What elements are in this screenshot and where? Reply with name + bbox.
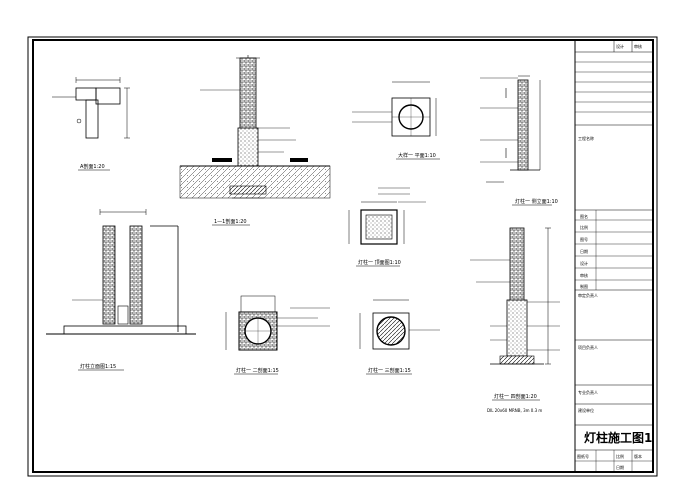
view-section-3-3: 灯柱一 三剖面1:15 [359, 299, 440, 375]
caption-plan-b: 大样一 平面1:10 [398, 152, 436, 159]
label-approver: 审定负责人 [578, 292, 598, 298]
label-scale: 比例 [580, 224, 588, 230]
label-reviewer: 审核 [580, 272, 588, 278]
header-cell-design: 设计 [616, 43, 624, 49]
caption-section-4-4: 灯柱一 四剖面1:20 [494, 393, 537, 400]
bottom-cell-date: 日期 [616, 464, 624, 470]
caption-plan-detail: 灯柱一 顶面图1:10 [358, 259, 401, 266]
bottom-cell-scale: 比例 [616, 453, 624, 459]
view-section-4-4: 灯柱一 四剖面1:20 DIL 20x60 MRNB, 3m 0.3 m [470, 227, 560, 413]
caption-front-elevation: 灯柱立面图1:15 [80, 363, 116, 370]
bottom-cell-version: 版本 [634, 453, 642, 459]
caption-a-elevation: A剖面1:20 [80, 163, 105, 170]
view-front-elevation: 灯柱立面图1:15 [46, 209, 196, 371]
label-drawing-name: 图名 [580, 213, 588, 219]
label-client: 建设单位 [578, 407, 594, 413]
caption-lamp-side: 灯柱一 侧立面1:10 [515, 198, 558, 205]
caption-section-1-1: 1—1剖面1:20 [214, 218, 247, 225]
sheet-border-inner [32, 39, 654, 473]
view-section-2-2: 灯柱一 二剖面1:15 [225, 295, 330, 375]
view-section-1-1: 1—1剖面1:20 [179, 55, 331, 226]
label-project-name: 工程名称 [578, 135, 594, 141]
label-drawing-number: 图号 [580, 236, 588, 242]
sheet-border-outer [27, 36, 658, 477]
view-plan-detail: 灯柱一 顶面图1:10 [348, 187, 426, 267]
caption-section-3-3: 灯柱一 三剖面1:15 [368, 367, 411, 374]
view-lamp-side: 灯柱一 侧立面1:10 [480, 75, 558, 206]
bottom-cell-sheet-number: 图纸号 [577, 453, 589, 459]
view-plan-b: 大样一 平面1:10 [352, 81, 440, 160]
drawing-footnote: DIL 20x60 MRNB, 3m 0.3 m [487, 408, 542, 413]
title-block: 设计 审核 工程名称 图名 比例 图号 日期 设计 审核 制图 审定负责人 项目… [574, 39, 654, 473]
label-drafter: 制图 [580, 283, 588, 289]
label-discipline-lead: 专业负责人 [578, 389, 598, 395]
label-project-lead: 项目负责人 [578, 344, 598, 350]
view-a-elevation: A剖面1:20 [52, 77, 130, 171]
caption-section-2-2: 灯柱一 二剖面1:15 [236, 367, 279, 374]
drawing-title: 灯柱施工图1 [584, 430, 652, 445]
header-cell-review: 审核 [634, 43, 642, 49]
label-date: 日期 [580, 248, 588, 254]
label-designer: 设计 [580, 260, 588, 266]
